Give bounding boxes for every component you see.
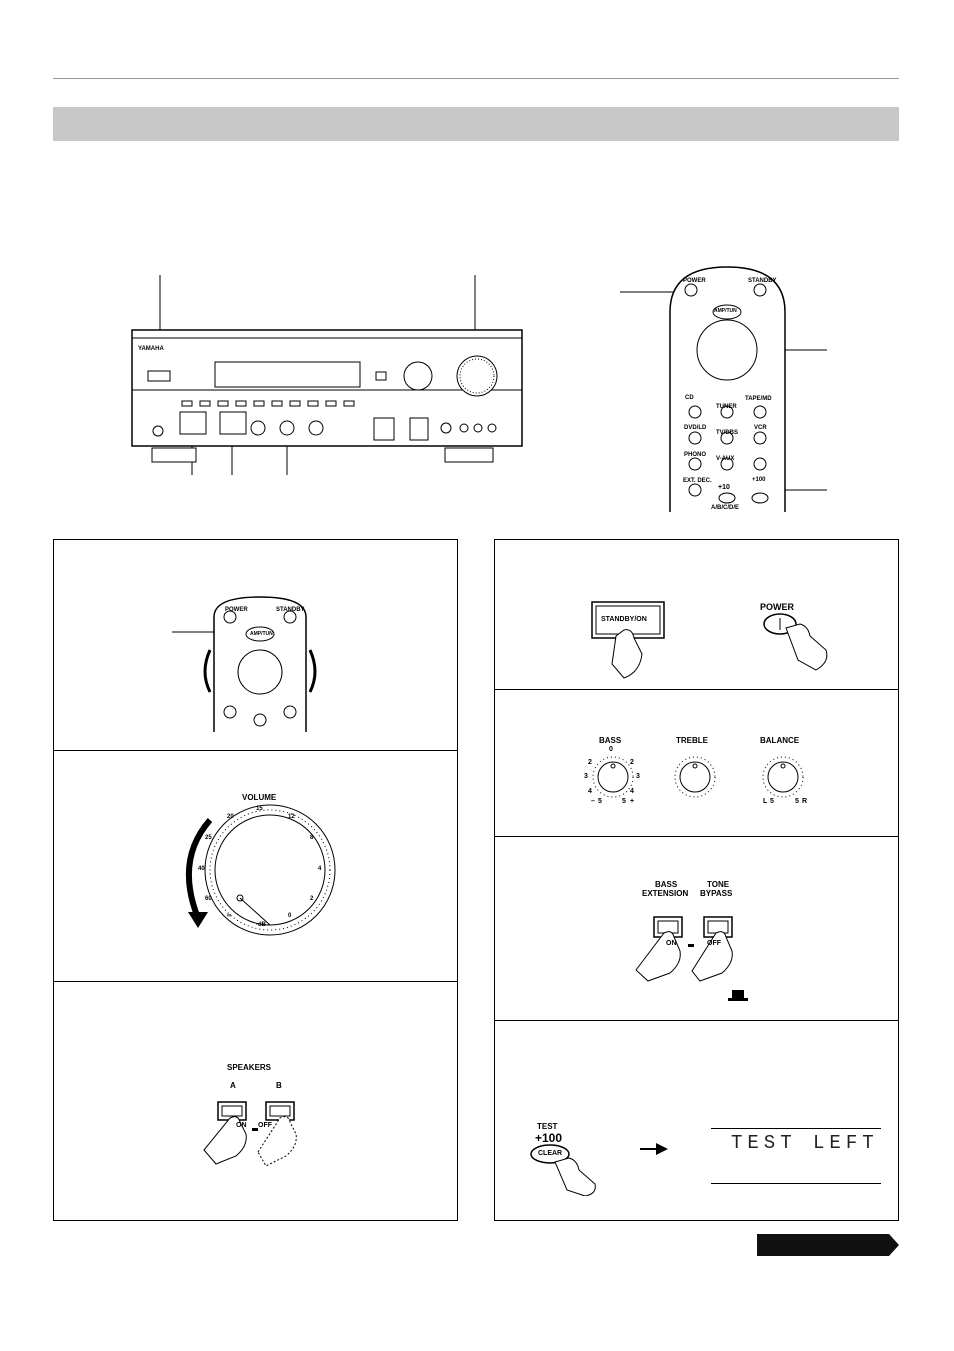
bass-ext-label-2: EXTENSION [642, 889, 689, 898]
bass-tick-minus: – [591, 798, 595, 805]
remote-btn-tuner: TUNER [716, 404, 737, 410]
remote-control [620, 266, 827, 512]
left-separator-1 [54, 750, 457, 751]
tone-bypass-label-1: TONE [707, 880, 730, 889]
vol-tick-db: -dB [256, 922, 266, 928]
remote-btn-vaux: V-AUX [716, 456, 735, 462]
clear-label: CLEAR [538, 1150, 563, 1157]
balance-end-r: R [802, 798, 808, 805]
vol-tick-15: 15 [256, 806, 263, 812]
bass-tick-2r: 2 [630, 759, 634, 766]
bass-ext-label-1: BASS [655, 880, 678, 889]
remote-btn-tape: TAPE/MD [745, 396, 772, 402]
speakers-label: SPEAKERS [227, 1063, 272, 1072]
vol-tick-40: 40 [198, 866, 205, 872]
bass-tick-3r: 3 [636, 773, 640, 780]
volume-dial-title: VOLUME [242, 793, 277, 802]
step1-standby-label: STANDBY [276, 607, 305, 613]
balance-end-r5: 5 [795, 798, 799, 805]
step1-power-label: POWER [225, 607, 248, 613]
header-rule [53, 78, 899, 79]
vol-tick-0: 0 [288, 913, 292, 919]
bypass-off-label: OFF [707, 940, 721, 947]
speaker-b-label: B [276, 1081, 282, 1090]
lcd-text: TEST LEFT [731, 1132, 879, 1154]
tone-bass-label: BASS [599, 736, 622, 745]
speaker-buttons [203, 1101, 297, 1167]
vol-tick-2: 2 [310, 896, 314, 902]
speaker-off-label: OFF [258, 1122, 272, 1129]
vol-tick-20: 20 [227, 814, 234, 820]
clear-button-illustration [530, 1144, 596, 1196]
remote-btn-extdec: EXT. DEC. [683, 478, 712, 484]
bypass-on-label: ON [666, 940, 677, 947]
right-separator-3 [495, 1020, 898, 1021]
tone-balance-label: BALANCE [760, 736, 800, 745]
remote-btn-cd: CD [685, 395, 694, 401]
bass-tick-5r: 5 [622, 798, 626, 805]
left-separator-2 [54, 981, 457, 982]
svg-text:YAMAHA: YAMAHA [138, 346, 164, 352]
tone-bypass-label-2: BYPASS [700, 889, 733, 898]
test-lcd-display: TEST LEFT [711, 1128, 881, 1184]
test-label: TEST [537, 1122, 558, 1131]
power-panel-power: POWER [760, 602, 795, 612]
bass-tick-3l: 3 [584, 773, 588, 780]
section-banner [53, 107, 899, 141]
remote-btn-tvdbs: TV/DBS [716, 430, 739, 436]
bass-tick-4r: 4 [630, 788, 634, 795]
vol-tick-4: 4 [318, 866, 322, 872]
bass-tick-4l: 4 [588, 788, 592, 795]
receiver-front-panel: YAMAHA [131, 275, 523, 475]
balance-end-l: L [763, 798, 768, 805]
vol-tick-12: 12 [288, 814, 295, 820]
remote-btn-dvd: DVD/LD [684, 425, 707, 431]
step1-amp-tun-label: AMP/TUN [250, 631, 273, 637]
tone-treble-label: TREBLE [676, 736, 708, 745]
volume-dial [185, 804, 336, 936]
bypass-buttons [635, 916, 748, 1001]
remote-abcde-label: A/B/C/D/E [711, 505, 740, 511]
arrow-right-icon [640, 1143, 668, 1155]
remote-standby-label: STANDBY [748, 278, 777, 284]
vol-tick-8: 8 [310, 835, 314, 841]
vol-tick-25: 25 [205, 835, 212, 841]
bass-tick-0: 0 [609, 746, 613, 753]
bass-tick-5l: 5 [598, 798, 602, 805]
vol-tick-inf: ∞ [227, 913, 232, 919]
balance-end-l5: 5 [770, 798, 774, 805]
vol-tick-60: 60 [205, 896, 212, 902]
power-panel-standby-on: STANDBY/ON [601, 616, 647, 623]
right-separator-1 [495, 689, 898, 690]
remote-amp-tun-label: AMP/TUN [714, 308, 737, 314]
bass-tick-2l: 2 [588, 759, 592, 766]
speaker-on-label: ON [236, 1122, 247, 1129]
remote-btn-plus100: +100 [752, 477, 766, 483]
test-plus100-label: +100 [535, 1131, 563, 1145]
speaker-a-label: A [230, 1081, 236, 1090]
remote-amp-tun-illustration [172, 596, 317, 732]
right-steps-panel [494, 539, 899, 1221]
continue-tab [757, 1234, 899, 1256]
bass-tick-plus: + [630, 798, 635, 805]
remote-btn-vcr: VCR [754, 425, 767, 431]
remote-power-label: POWER [683, 278, 706, 284]
power-buttons-illustration [591, 601, 828, 679]
remote-btn-phono: PHONO [684, 452, 707, 458]
tone-knobs [592, 756, 804, 798]
remote-btn-plus10: +10 [718, 484, 730, 491]
right-separator-2 [495, 836, 898, 837]
